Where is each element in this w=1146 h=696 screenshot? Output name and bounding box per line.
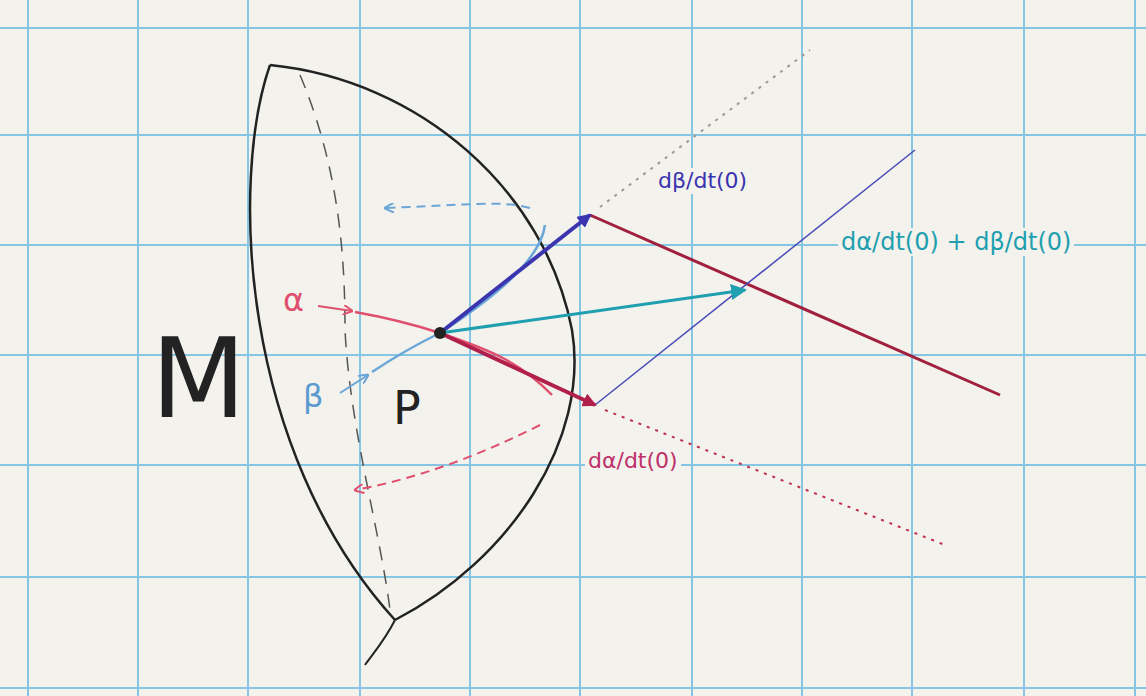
vector-label: dβ/dt(0)	[655, 168, 750, 194]
vector-sum-label: dα/dt(0) + dβ/dt(0)	[838, 228, 1074, 256]
curve-name: α	[280, 282, 307, 319]
surface-name: M	[148, 318, 249, 441]
point-name: P	[390, 382, 424, 435]
vector-label: dα/dt(0)	[585, 448, 681, 474]
curve-name: β	[300, 378, 326, 415]
